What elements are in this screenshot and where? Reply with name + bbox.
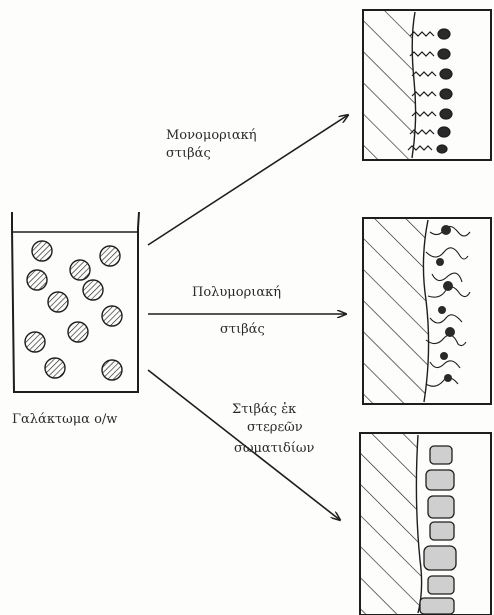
monolayer-label-line2: στιβάς [166,146,211,162]
solid-particles [420,446,456,614]
monolayer-panel [363,10,491,160]
polymer-chains [426,226,470,386]
solid-label-line1: Στιβάς ἐκ [232,402,296,418]
droplet [27,270,47,290]
solid-particle-panel [360,433,491,615]
multilayer-label-line2: στιβάς [220,322,265,338]
droplet [102,306,122,326]
emulsion-label: Γαλάκτωμα o/w [12,412,117,428]
droplet [45,358,65,378]
droplet [32,241,52,261]
droplet [100,246,120,266]
multilayer-label-line1: Πολυμοριακή [192,285,281,301]
droplet [48,292,68,312]
solid-label-line3: σωματιδίων [234,441,314,457]
droplet [68,322,88,342]
multilayer-panel [363,218,491,404]
droplet [83,280,103,300]
solid-label-line2: στερεῶν [247,420,303,436]
monolayer-label-line1: Μονομοριακή [166,128,257,144]
oil-droplets [25,241,122,380]
droplet [102,360,122,380]
droplet [70,260,90,280]
droplet [25,332,45,352]
